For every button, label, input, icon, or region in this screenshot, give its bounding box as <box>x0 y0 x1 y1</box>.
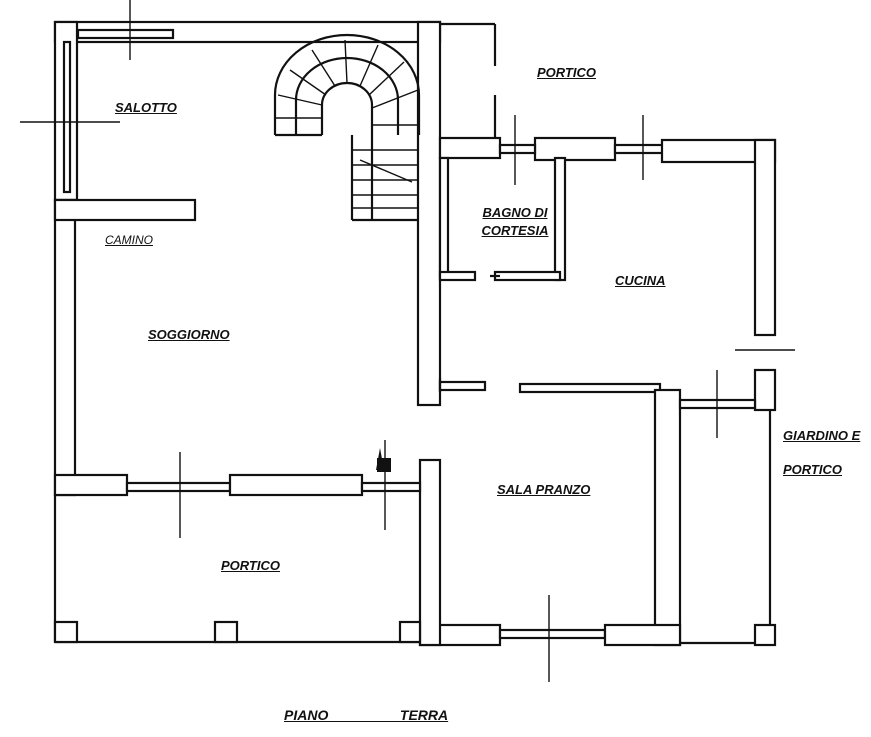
room-label-camino: CAMINO <box>105 233 153 247</box>
room-label-portico-bottom: PORTICO <box>221 558 280 573</box>
room-label-cucina: CUCINA <box>615 273 666 288</box>
plan-title: PIANO TERRA <box>284 707 449 723</box>
bagno-line-2: CORTESIA <box>481 223 549 238</box>
walls <box>53 20 777 647</box>
axis-lines <box>20 0 795 682</box>
bagno-line-1: BAGNO DI <box>482 205 548 220</box>
door-marks <box>376 274 500 472</box>
room-label-soggiorno: SOGGIORNO <box>148 327 230 342</box>
room-label-bagno: BAGNO DI CORTESIA <box>470 204 560 240</box>
room-label-giardino-line-1: GIARDINO E <box>783 428 861 443</box>
room-label-portico-top: PORTICO <box>537 65 596 80</box>
spiral-staircase <box>273 33 421 222</box>
room-label-salotto: SALOTTO <box>115 100 177 115</box>
room-label-giardino-line-2: PORTICO <box>783 462 842 477</box>
room-label-sala-pranzo: SALA PRANZO <box>497 482 591 497</box>
